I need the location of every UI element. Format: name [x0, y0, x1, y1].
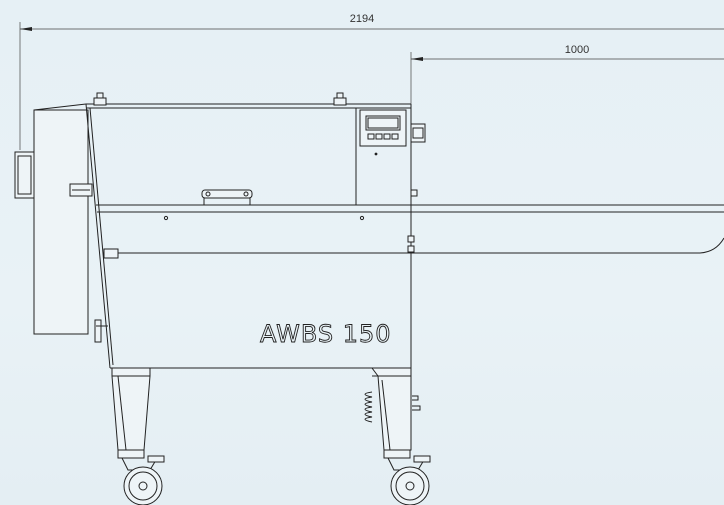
model-label: AWBS 150 [260, 320, 392, 348]
lifting-brackets [93, 92, 347, 106]
left-leg [111, 367, 151, 451]
side-bracket [94, 248, 119, 343]
overall-length-dimension: 2194 [19, 13, 724, 150]
bolt-hole [163, 215, 169, 221]
partial-length-label: 1000 [565, 44, 589, 56]
indicator-dot [374, 152, 378, 156]
right-leg [371, 367, 412, 451]
main-body [85, 103, 724, 369]
partial-length-dimension: 1000 [410, 44, 724, 104]
overall-length-label: 2194 [350, 13, 374, 25]
conveyor-extension [407, 235, 724, 254]
right-caster-wheel [383, 449, 431, 505]
cable-coil [364, 391, 421, 423]
bolt-hole [359, 215, 365, 221]
handle [201, 189, 253, 206]
control-panel [359, 109, 426, 197]
left-caster-wheel [117, 449, 165, 505]
left-end-housing [14, 103, 93, 335]
